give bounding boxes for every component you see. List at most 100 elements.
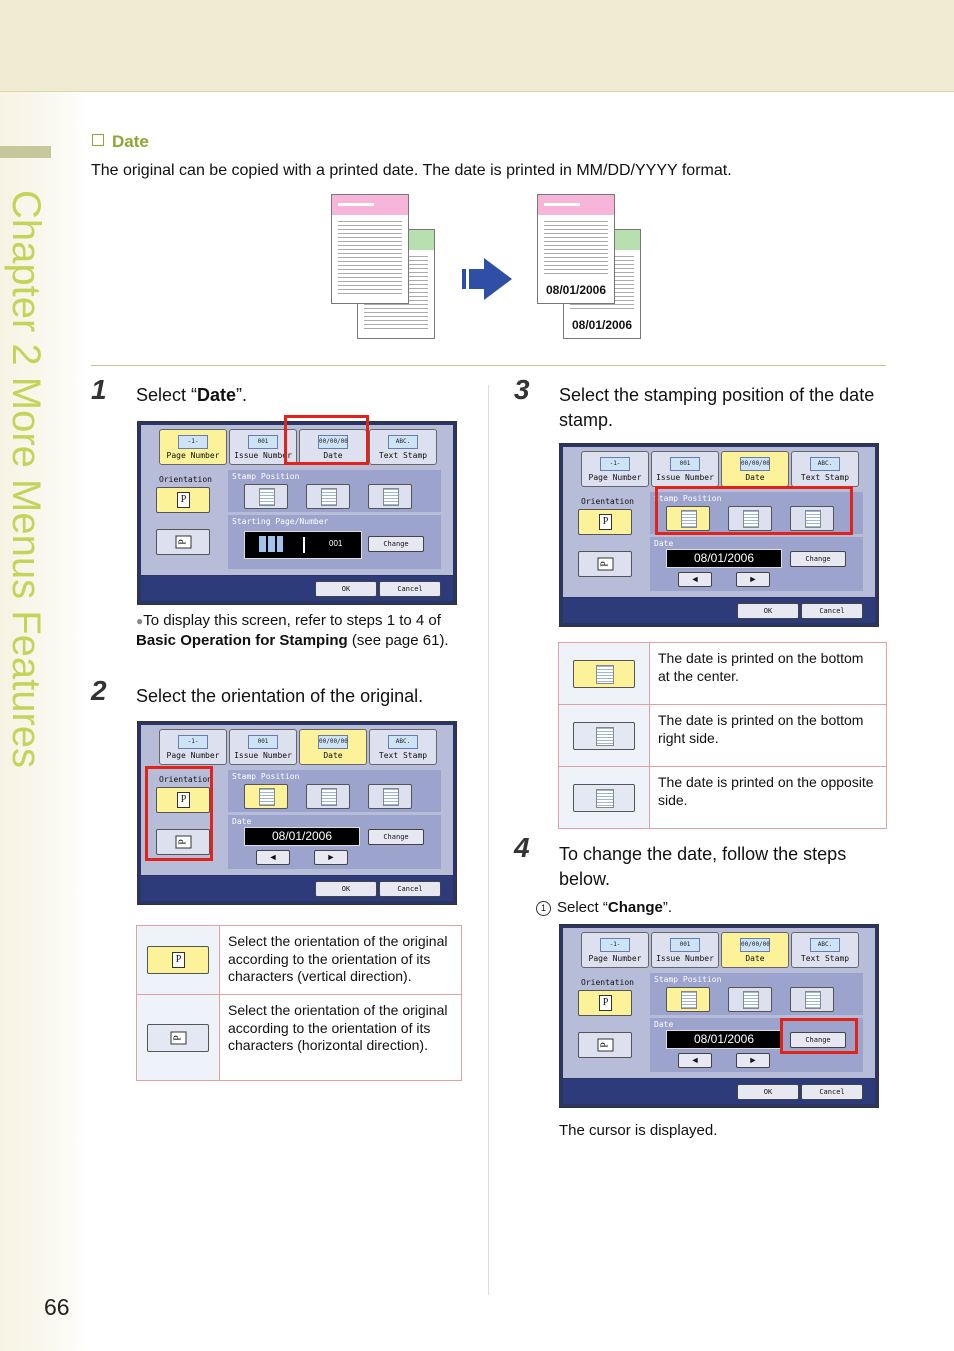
change-button[interactable]: Change [790, 1032, 846, 1048]
arrow-left-button[interactable]: ◄ [678, 572, 712, 587]
tab-page-number[interactable]: -1-Page Number [581, 451, 649, 487]
portrait-button[interactable]: P [578, 509, 632, 535]
cursor-note: The cursor is displayed. [559, 1122, 718, 1139]
position-bottom-center-button[interactable] [666, 506, 710, 531]
tab-text-stamp[interactable]: ABC.Text Stamp [791, 932, 859, 968]
portrait-button[interactable]: P [156, 787, 210, 813]
cancel-button[interactable]: Cancel [379, 581, 441, 597]
position-bottom-center-button[interactable] [244, 784, 288, 809]
position-bottom-center-button[interactable] [666, 987, 710, 1012]
landscape-button[interactable]: P [578, 1032, 632, 1058]
position-bottom-right-button[interactable] [728, 987, 772, 1012]
column-divider [488, 385, 489, 1295]
section-title-text: Date [112, 132, 149, 151]
bottom-center-icon [573, 659, 635, 688]
tab-page-number[interactable]: -1-Page Number [581, 932, 649, 968]
step-4-text: To change the date, follow the steps bel… [559, 844, 847, 889]
table-row: P Select the orientation of the original… [136, 925, 462, 995]
change-button[interactable]: Change [790, 551, 846, 567]
starting-page-panel: Starting Page/Number 001 Change [228, 515, 441, 569]
highlight-stamp-position [655, 486, 853, 535]
chapter-label: Chapter 2 More Menus Features [4, 190, 48, 769]
position-opposite-side-button[interactable] [790, 506, 834, 531]
date-panel: Date 08/01/2006 Change ◄ ► [650, 1018, 863, 1072]
position-table: The date is printed on the bottom at the… [558, 642, 887, 829]
step-1-note: ●To display this screen, refer to steps … [136, 612, 449, 649]
cancel-button[interactable]: Cancel [379, 881, 441, 897]
cancel-button[interactable]: Cancel [801, 1084, 863, 1100]
arrow-left-button[interactable]: ◄ [256, 850, 290, 865]
arrow-left-button[interactable]: ◄ [678, 1053, 712, 1068]
section-intro: The original can be copied with a printe… [91, 162, 732, 179]
table-row: The date is printed on the bottom right … [558, 704, 887, 767]
position-opposite-side-button[interactable] [368, 784, 412, 809]
arrow-right-button[interactable]: ► [314, 850, 348, 865]
date-field: 08/01/2006 [666, 1030, 782, 1049]
original-front-page [331, 194, 409, 304]
step-number: 4 [514, 832, 530, 863]
position-bottom-right-button[interactable] [728, 506, 772, 531]
portrait-icon: P [147, 946, 209, 974]
ok-button[interactable]: OK [315, 881, 377, 897]
highlight-date-tab [284, 415, 369, 465]
date-panel: Date 08/01/2006 Change ◄ ► [650, 537, 863, 591]
step-3-text: Select the stamping position of the date… [559, 385, 875, 430]
change-button[interactable]: Change [368, 829, 424, 845]
tab-text-stamp[interactable]: ABC.Text Stamp [791, 451, 859, 487]
orientation-label: Orientation [581, 978, 634, 987]
position-bottom-right-button[interactable] [306, 484, 350, 509]
orientation-label: Orientation [159, 775, 212, 784]
stamp-position-panel: Stamp Position [650, 973, 863, 1015]
tab-text-stamp[interactable]: ABC.Text Stamp [369, 729, 437, 765]
divider [91, 365, 886, 366]
landscape-button[interactable]: P [156, 829, 210, 855]
bottom-right-icon [573, 721, 635, 750]
ok-button[interactable]: OK [315, 581, 377, 597]
ok-button[interactable]: OK [737, 1084, 799, 1100]
cancel-button[interactable]: Cancel [801, 603, 863, 619]
arrow-right-icon [462, 258, 512, 300]
portrait-button[interactable]: P [156, 487, 210, 513]
chapter-sidebar [0, 92, 88, 1351]
copy-back-date: 08/01/2006 [567, 316, 637, 334]
landscape-button[interactable]: P [156, 529, 210, 555]
step-2-text: Select the orientation of the original. [136, 686, 424, 706]
page-number: 66 [44, 1294, 70, 1320]
portrait-button[interactable]: P [578, 990, 632, 1016]
tab-page-number[interactable]: -1-Page Number [159, 429, 227, 465]
position-opposite-side-button[interactable] [790, 987, 834, 1012]
tab-text-stamp[interactable]: ABC.Text Stamp [369, 429, 437, 465]
arrow-right-button[interactable]: ► [736, 572, 770, 587]
position-opposite-side-button[interactable] [368, 484, 412, 509]
table-row: P Select the orientation of the original… [136, 994, 462, 1081]
tab-page-number[interactable]: -1-Page Number [159, 729, 227, 765]
position-bottom-center-button[interactable] [244, 484, 288, 509]
copy-front-date: 08/01/2006 [541, 281, 611, 299]
arrow-right-button[interactable]: ► [736, 1053, 770, 1068]
ok-button[interactable]: OK [737, 603, 799, 619]
table-cell-text: The date is printed on the bottom at the… [649, 642, 887, 705]
stamp-position-panel: Stamp Position [650, 492, 863, 534]
header-band [0, 0, 954, 92]
landscape-icon: P [147, 1023, 209, 1052]
orientation-label: Orientation [159, 475, 212, 484]
table-cell-text: The date is printed on the opposite side… [649, 766, 887, 829]
landscape-button[interactable]: P [578, 551, 632, 577]
stamp-position-panel: Stamp Position [228, 770, 441, 812]
position-bottom-right-button[interactable] [306, 784, 350, 809]
change-button[interactable]: Change [368, 536, 424, 552]
date-field: 08/01/2006 [244, 827, 360, 846]
section-title: Date [92, 132, 149, 152]
table-cell-text: Select the orientation of the original a… [219, 994, 462, 1081]
